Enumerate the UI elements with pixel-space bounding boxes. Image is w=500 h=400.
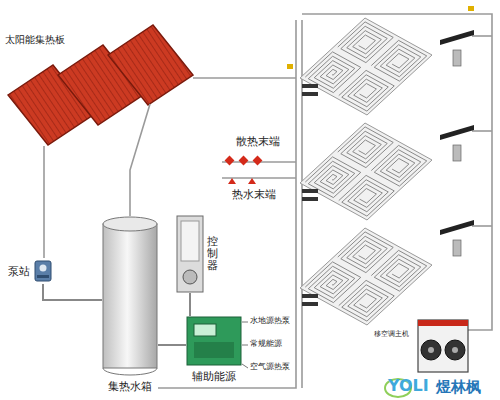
part-label: 太阳能集热板 xyxy=(5,34,65,46)
manifold xyxy=(302,302,318,306)
pipe xyxy=(193,77,296,79)
fan-coil-device xyxy=(453,145,461,161)
controller-cabinet xyxy=(177,216,203,292)
floor-slab xyxy=(300,228,432,325)
heating-coil xyxy=(338,22,393,63)
leader-line xyxy=(242,364,248,368)
tank-body xyxy=(103,224,157,368)
leader-line xyxy=(242,345,248,346)
watermark: 煜林枫 xyxy=(436,378,481,396)
shower-head xyxy=(248,178,256,184)
manifold xyxy=(302,84,318,88)
node-label: 辅助能源 xyxy=(192,369,236,384)
heating-coil xyxy=(339,280,394,321)
heating-coil xyxy=(339,175,394,216)
manifold xyxy=(302,92,318,96)
node-label: 控制器 xyxy=(207,236,218,272)
part-label: 空气源热泵 xyxy=(250,362,290,372)
heating-coil xyxy=(371,40,426,81)
heating-coil xyxy=(338,127,393,168)
sensor-mark xyxy=(468,6,474,11)
ctrl-node: 控制器 xyxy=(176,215,218,293)
watermark: YOLI xyxy=(388,376,429,395)
pipe xyxy=(43,146,45,258)
pipe-group xyxy=(44,14,492,388)
outdoor-unit xyxy=(418,320,468,372)
node-label: 集热水箱 xyxy=(108,379,152,394)
fan-coil-group xyxy=(287,6,474,256)
part-label: 移空调主机 xyxy=(374,330,409,338)
pump-port xyxy=(37,275,49,278)
fan-hub xyxy=(428,347,434,353)
heating-coil xyxy=(338,232,393,273)
part-label: 散热末端 xyxy=(236,135,280,148)
pipe xyxy=(222,177,296,179)
outdoor-unit-body xyxy=(418,320,468,372)
heating-coil xyxy=(371,145,426,186)
shower-head xyxy=(228,178,236,184)
valve xyxy=(239,156,249,166)
pipe xyxy=(472,225,492,227)
auxiliary-unit xyxy=(187,317,241,365)
valve xyxy=(225,156,235,166)
unit-screen xyxy=(194,324,216,336)
fan xyxy=(421,340,441,360)
solar-panel xyxy=(108,25,193,105)
pump-node: 泵站 xyxy=(8,258,53,284)
part-label: 常规能源 xyxy=(250,339,282,349)
unit-panel xyxy=(194,342,234,358)
fan xyxy=(445,340,465,360)
fan-coil-unit xyxy=(440,220,474,235)
aux-node: 辅助能源 xyxy=(186,316,242,384)
floor-heating-group xyxy=(300,18,432,325)
fan-coil-unit xyxy=(440,30,474,45)
part-label: 热水末端 xyxy=(232,188,276,201)
fan-coil-unit xyxy=(440,125,474,140)
tank-shape xyxy=(102,216,158,376)
heating-coil xyxy=(339,70,394,111)
leader-line xyxy=(242,322,248,323)
tank-top xyxy=(103,217,157,231)
fan-hub xyxy=(452,347,458,353)
pump-body xyxy=(35,261,51,281)
pump-shape xyxy=(33,258,53,284)
pipe xyxy=(472,35,492,37)
pipe-connector xyxy=(158,344,186,346)
fan-coil-device xyxy=(453,240,461,256)
node-label: 泵站 xyxy=(8,264,30,279)
aux-shape xyxy=(186,316,242,366)
valve xyxy=(253,156,263,166)
pipe xyxy=(158,20,296,388)
part-label: 水地源热泵 xyxy=(250,316,290,326)
sensor-mark xyxy=(287,64,293,69)
controller-dial xyxy=(183,270,197,284)
valve-group xyxy=(225,156,263,184)
pipe xyxy=(130,104,150,216)
controller-door xyxy=(181,221,199,261)
manifold xyxy=(302,197,318,201)
floor-slab xyxy=(300,18,432,115)
tank-node: 集热水箱 xyxy=(102,216,158,394)
ctrl-shape xyxy=(176,215,204,293)
floor-slab xyxy=(300,123,432,220)
manifold xyxy=(302,294,318,298)
outdoor-unit-stripe xyxy=(418,320,468,326)
pipe xyxy=(472,130,492,132)
pump-gauge xyxy=(40,265,47,272)
heating-coil xyxy=(371,250,426,291)
manifold xyxy=(302,189,318,193)
pipe-connector xyxy=(43,284,102,300)
tank-bottom xyxy=(103,368,157,375)
pipe-connector xyxy=(189,293,191,316)
fan-coil-device xyxy=(453,50,461,66)
